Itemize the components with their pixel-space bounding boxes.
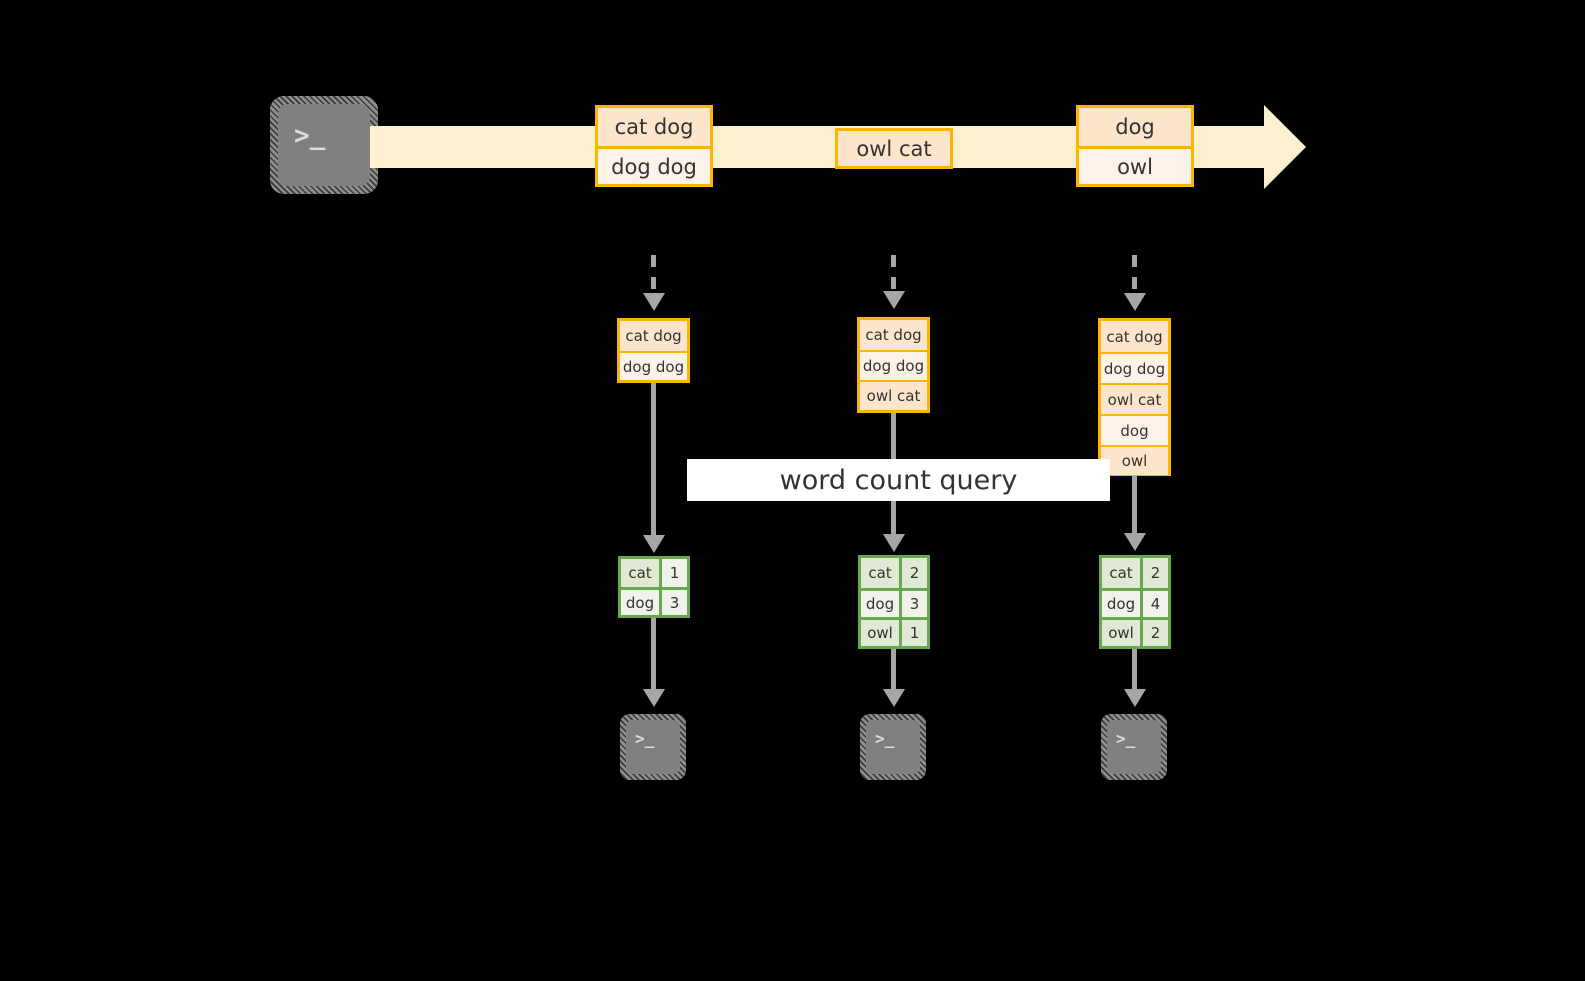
query-arrow-3: [1124, 533, 1146, 551]
sink-line-3: [1132, 649, 1137, 691]
result-table-2: cat 2 dog 3 owl 1: [858, 555, 930, 649]
result-word: cat: [861, 558, 902, 588]
sink-line-1: [651, 618, 656, 691]
table-row: dog 3: [621, 587, 687, 615]
stream-event: cat dog: [598, 108, 710, 146]
result-word: owl: [861, 620, 902, 647]
accumulated-event: dog dog: [620, 351, 687, 380]
result-table-3: cat 2 dog 4 owl 2: [1099, 555, 1171, 649]
result-count: 4: [1143, 590, 1168, 618]
stream-event-group-1: cat dog dog dog: [595, 105, 713, 187]
result-word: cat: [1102, 558, 1143, 588]
table-row: cat 1: [621, 559, 687, 588]
terminal-body: [278, 104, 370, 186]
result-count: 1: [662, 559, 687, 588]
query-arrow-2: [883, 534, 905, 552]
stream-event-group-2: owl cat: [835, 128, 953, 169]
terminal-body: [626, 720, 680, 774]
table-row: dog 4: [1102, 587, 1168, 618]
query-line-3: [1132, 476, 1137, 536]
sink-terminal-icon-2: >_: [860, 714, 926, 780]
sink-arrow-3: [1124, 689, 1146, 707]
table-row: cat 2: [1102, 558, 1168, 588]
table-row: dog 3: [861, 587, 927, 618]
query-label: word count query: [687, 459, 1110, 501]
result-word: dog: [621, 590, 662, 615]
query-arrow-1: [643, 535, 665, 553]
accumulated-event: cat dog: [620, 321, 687, 351]
sink-terminal-icon-1: >_: [620, 714, 686, 780]
snapshot-trigger-line-1: [651, 255, 656, 297]
result-word: owl: [1102, 620, 1143, 647]
snapshot-trigger-arrow-1: [643, 293, 665, 311]
result-word: dog: [861, 590, 902, 618]
result-count: 3: [662, 590, 687, 615]
sink-terminal-icon-3: >_: [1101, 714, 1167, 780]
result-count: 3: [902, 590, 927, 618]
accumulated-event: dog: [1101, 414, 1168, 445]
table-row: cat 2: [861, 558, 927, 588]
table-row: owl 1: [861, 617, 927, 647]
snapshot-trigger-arrow-3: [1124, 293, 1146, 311]
stream-event: owl cat: [838, 131, 950, 166]
accumulated-event: dog dog: [1101, 352, 1168, 383]
terminal-prompt-glyph: >_: [294, 121, 326, 151]
stream-event: owl: [1079, 146, 1191, 184]
result-word: dog: [1102, 590, 1143, 618]
accumulated-event: cat dog: [860, 320, 927, 350]
sink-line-2: [891, 649, 896, 691]
result-table-1: cat 1 dog 3: [618, 556, 690, 618]
terminal-prompt-glyph: >_: [875, 729, 895, 748]
result-count: 2: [1143, 558, 1168, 588]
result-count: 1: [902, 620, 927, 647]
source-terminal-icon: >_: [270, 96, 378, 194]
terminal-prompt-glyph: >_: [635, 729, 655, 748]
query-line-1: [651, 383, 656, 538]
stream-band-arrowhead: [1264, 105, 1306, 189]
result-word: cat: [621, 559, 662, 588]
sink-arrow-2: [883, 689, 905, 707]
table-row: owl 2: [1102, 617, 1168, 647]
accumulated-event: cat dog: [1101, 321, 1168, 352]
accumulated-event: owl: [1101, 445, 1168, 475]
snapshot-trigger-line-2: [891, 255, 896, 295]
accumulated-event: owl cat: [1101, 383, 1168, 414]
snapshot-trigger-arrow-2: [883, 291, 905, 309]
accumulated-event: dog dog: [860, 350, 927, 380]
stream-event-group-3: dog owl: [1076, 105, 1194, 187]
accumulated-stack-3: cat dog dog dog owl cat dog owl: [1098, 318, 1171, 476]
sink-arrow-1: [643, 689, 665, 707]
accumulated-event: owl cat: [860, 380, 927, 410]
terminal-body: [866, 720, 920, 774]
accumulated-stack-1: cat dog dog dog: [617, 318, 690, 383]
result-count: 2: [902, 558, 927, 588]
stream-event: dog: [1079, 108, 1191, 146]
stream-event: dog dog: [598, 146, 710, 184]
accumulated-stack-2: cat dog dog dog owl cat: [857, 317, 930, 413]
snapshot-trigger-line-3: [1132, 255, 1137, 297]
terminal-prompt-glyph: >_: [1116, 729, 1136, 748]
result-count: 2: [1143, 620, 1168, 647]
terminal-body: [1107, 720, 1161, 774]
